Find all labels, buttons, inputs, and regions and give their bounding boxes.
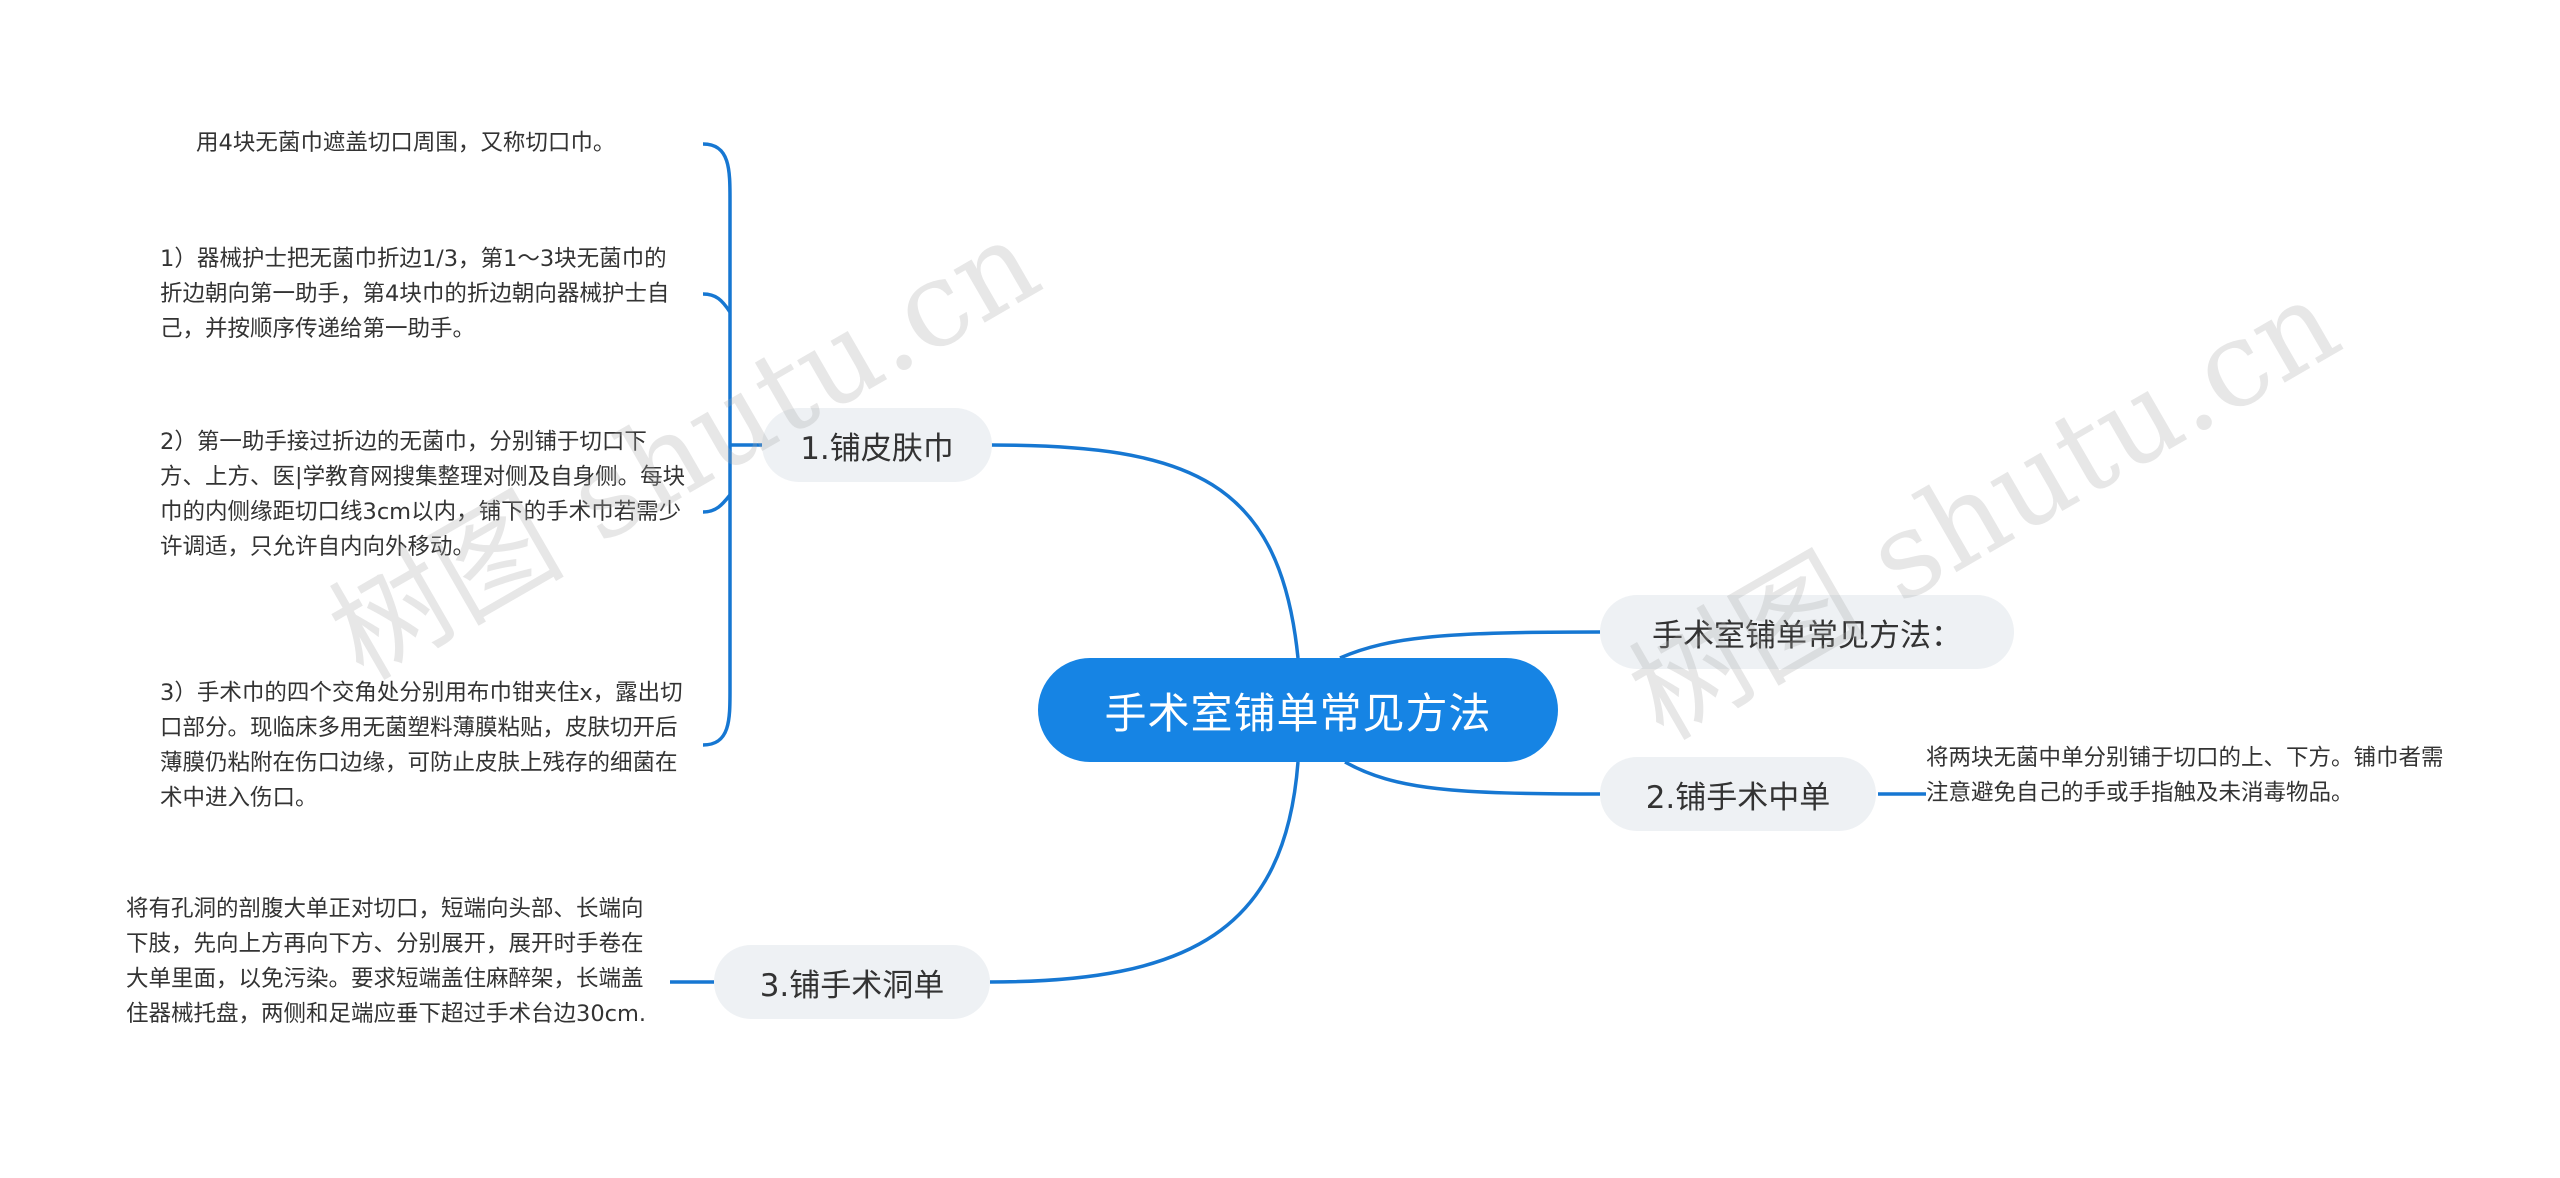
topic-hole-sheet[interactable]: 3.铺手术洞单: [714, 945, 990, 1019]
link-root-topic1: [989, 443, 1300, 659]
link-root-topic2: [1344, 760, 1601, 796]
leaf-skin-step1[interactable]: 1）器械护士把无菌巾折边1/3，第1～3块无菌巾的折边朝向第一助手，第4块巾的折…: [160, 242, 680, 347]
leaf-text: 用4块无菌巾遮盖切口周围，又称切口巾。: [196, 130, 616, 156]
tick-leaf-3: [702, 493, 732, 514]
leaf-text: 3）手术巾的四个交角处分别用布巾钳夹住x，露出切口部分。现临床多用无菌塑料薄膜粘…: [160, 680, 683, 811]
leaf-skin-step3[interactable]: 3）手术巾的四个交角处分别用布巾钳夹住x，露出切口部分。现临床多用无菌塑料薄膜粘…: [160, 676, 690, 816]
leaf-skin-intro[interactable]: 用4块无菌巾遮盖切口周围，又称切口巾。: [196, 126, 696, 161]
topic-skin-towel-label: 1.铺皮肤巾: [800, 430, 954, 467]
topic-hole-sheet-label: 3.铺手术洞单: [759, 967, 945, 1004]
bracket-topic1: [702, 142, 732, 747]
root-topic-label: 手术室铺单常见方法: [1104, 688, 1492, 738]
leaf-hole-sheet[interactable]: 将有孔洞的剖腹大单正对切口，短端向头部、长端向下肢，先向上方再向下方、分别展开，…: [126, 892, 661, 1032]
topic-middle-sheet[interactable]: 2.铺手术中单: [1600, 757, 1876, 831]
topic-skin-towel[interactable]: 1.铺皮肤巾: [762, 408, 992, 482]
topic-middle-sheet-label: 2.铺手术中单: [1645, 779, 1831, 816]
leaf-skin-step2[interactable]: 2）第一助手接过折边的无菌巾，分别铺于切口下方、上方、医|学教育网搜集整理对侧及…: [160, 425, 688, 565]
root-topic[interactable]: 手术室铺单常见方法: [1038, 658, 1558, 762]
topic-common-methods-label: 手术室铺单常见方法：: [1652, 617, 1962, 654]
leaf-text: 2）第一助手接过折边的无菌巾，分别铺于切口下方、上方、医|学教育网搜集整理对侧及…: [160, 429, 686, 560]
tick-leaf-2: [702, 292, 732, 313]
leaf-text: 将有孔洞的剖腹大单正对切口，短端向头部、长端向下肢，先向上方再向下方、分别展开，…: [126, 896, 647, 1027]
topic-common-methods[interactable]: 手术室铺单常见方法：: [1600, 595, 2014, 669]
leaf-text: 将两块无菌中单分别铺于切口的上、下方。铺巾者需注意避免自己的手或手指触及未消毒物…: [1926, 745, 2444, 806]
link-root-topic-right1: [1339, 630, 1601, 660]
leaf-middle-sheet[interactable]: 将两块无菌中单分别铺于切口的上、下方。铺巾者需注意避免自己的手或手指触及未消毒物…: [1926, 741, 2456, 811]
leaf-text: 1）器械护士把无菌巾折边1/3，第1～3块无菌巾的折边朝向第一助手，第4块巾的折…: [160, 246, 670, 342]
link-root-topic3: [989, 761, 1300, 984]
